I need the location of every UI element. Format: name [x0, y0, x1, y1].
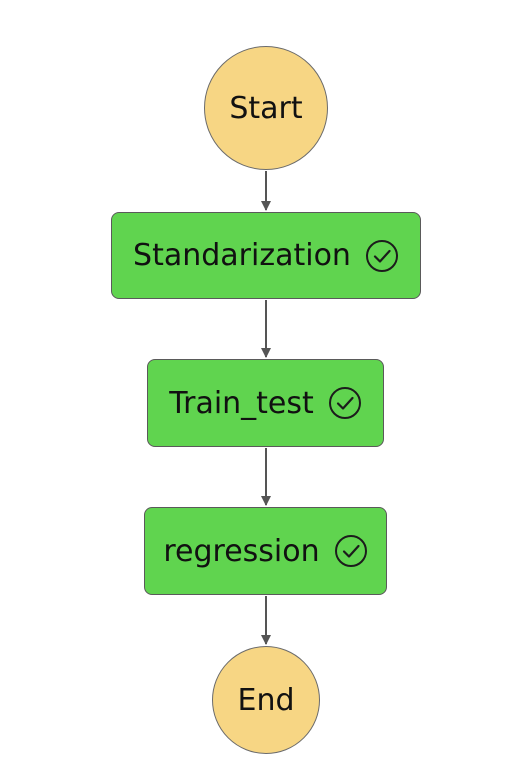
start-label: Start: [229, 90, 303, 126]
state-regression[interactable]: regression: [144, 507, 387, 595]
state-label: Train_test: [169, 385, 314, 421]
check-circle-icon: [328, 386, 362, 420]
state-label: regression: [163, 533, 320, 569]
state-label: Standarization: [133, 238, 351, 273]
check-circle-icon: [365, 239, 399, 273]
start-node[interactable]: Start: [204, 46, 328, 170]
state-standarization[interactable]: Standarization: [111, 212, 421, 299]
end-node[interactable]: End: [212, 646, 320, 754]
check-circle-icon: [334, 534, 368, 568]
end-label: End: [237, 682, 295, 718]
state-train-test[interactable]: Train_test: [147, 359, 384, 447]
